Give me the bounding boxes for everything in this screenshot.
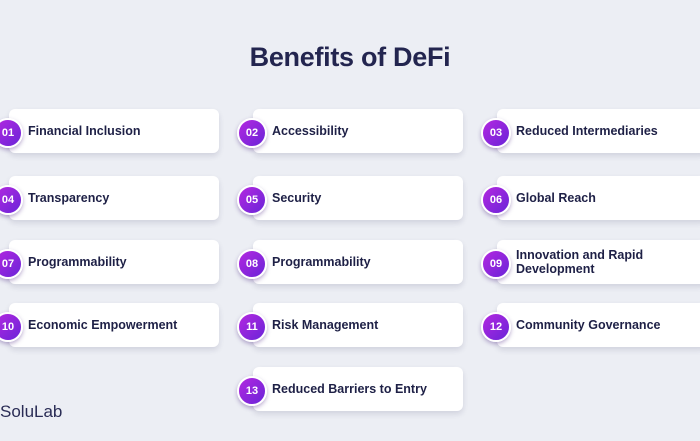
number-badge: 12: [481, 312, 511, 342]
benefit-card-04: 04 Transparency: [0, 176, 219, 220]
benefit-card-09: 09 Innovation and Rapid Development: [481, 240, 700, 284]
number-badge: 03: [481, 118, 511, 148]
number-badge: 07: [0, 249, 23, 279]
benefit-label: Risk Management: [272, 318, 379, 332]
benefit-card-02: 02 Accessibility: [237, 109, 463, 153]
benefit-card-07: 07 Programmability: [0, 240, 219, 284]
benefit-card-12: 12 Community Governance: [481, 303, 700, 347]
benefit-card-06: 06 Global Reach: [481, 176, 700, 220]
benefit-card-13: 13 Reduced Barriers to Entry: [237, 367, 463, 411]
number-badge: 04: [0, 185, 23, 215]
benefit-card-05: 05 Security: [237, 176, 463, 220]
number-badge: 05: [237, 185, 267, 215]
benefit-card-03: 03 Reduced Intermediaries: [481, 109, 700, 153]
benefit-card-10: 10 Economic Empowerment: [0, 303, 219, 347]
benefit-label: Financial Inclusion: [28, 124, 141, 138]
benefit-label: Reduced Barriers to Entry: [272, 382, 427, 396]
number-badge: 06: [481, 185, 511, 215]
benefit-label: Programmability: [28, 255, 127, 269]
benefit-label: Economic Empowerment: [28, 318, 178, 332]
benefit-card-08: 08 Programmability: [237, 240, 463, 284]
benefit-label: Programmability: [272, 255, 371, 269]
number-badge: 11: [237, 312, 267, 342]
benefit-label: Community Governance: [516, 318, 661, 332]
benefit-label: Security: [272, 191, 322, 205]
number-badge: 02: [237, 118, 267, 148]
benefit-card-01: 01 Financial Inclusion: [0, 109, 219, 153]
benefit-card-11: 11 Risk Management: [237, 303, 463, 347]
benefit-label: Reduced Intermediaries: [516, 124, 658, 138]
brand-logo: SoluLab: [0, 402, 63, 421]
benefit-label: Global Reach: [516, 191, 596, 205]
number-badge: 01: [0, 118, 23, 148]
benefit-label: Innovation and Rapid Development: [516, 248, 644, 276]
number-badge: 09: [481, 249, 511, 279]
page-title: Benefits of DeFi: [249, 42, 451, 72]
number-badge: 10: [0, 312, 23, 342]
benefit-label: Accessibility: [272, 124, 349, 138]
number-badge: 08: [237, 249, 267, 279]
number-badge: 13: [237, 376, 267, 406]
benefit-label: Transparency: [28, 191, 110, 205]
